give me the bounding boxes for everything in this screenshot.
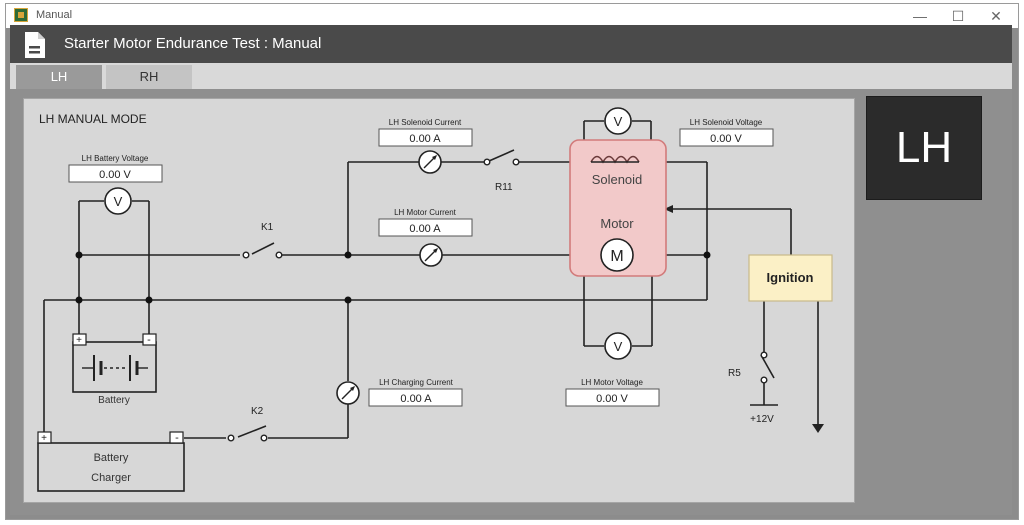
- ignition-label: Ignition: [767, 270, 814, 285]
- r11-label: R11: [495, 182, 513, 193]
- motor-current-caption: LH Motor Current: [394, 208, 457, 217]
- charging-current-caption: LH Charging Current: [379, 378, 454, 387]
- battery-voltmeter-symbol: V: [114, 194, 123, 209]
- solenoid-voltmeter-symbol: V: [614, 114, 623, 129]
- close-button[interactable]: ✕: [990, 8, 1002, 24]
- k2-label: K2: [251, 406, 264, 417]
- battery-voltage-caption: LH Battery Voltage: [82, 154, 149, 163]
- solenoid-voltage-caption: LH Solenoid Voltage: [690, 118, 763, 127]
- charger-label-line1: Battery: [94, 452, 129, 464]
- window-title: Manual: [36, 9, 73, 21]
- motor-symbol-label: M: [610, 248, 623, 265]
- battery-plus: +: [76, 335, 82, 346]
- solenoid-current-field: 0.00 A: [378, 128, 473, 147]
- charging-current-value: 0.00 A: [400, 393, 432, 405]
- motor-current-value: 0.00 A: [409, 223, 441, 235]
- tab-bar: LH RH: [10, 63, 1012, 90]
- motor-voltmeter: V: [604, 332, 632, 360]
- motor-current-field: 0.00 A: [378, 218, 473, 237]
- tab-lh[interactable]: LH: [16, 65, 102, 89]
- title-bar: Manual — ☐ ✕: [6, 4, 1018, 28]
- solenoid-voltage-value: 0.00 V: [710, 133, 742, 145]
- solenoid-current-value: 0.00 A: [409, 133, 441, 145]
- charger-minus: -: [175, 432, 179, 444]
- k1-label: K1: [261, 222, 274, 233]
- tab-rh[interactable]: RH: [106, 65, 192, 89]
- solenoid-ammeter-icon: [418, 150, 442, 174]
- solenoid-current-caption: LH Solenoid Current: [389, 118, 462, 127]
- battery-voltage-value: 0.00 V: [99, 169, 131, 181]
- battery-voltage-field: 0.00 V: [68, 164, 163, 183]
- app-header: Starter Motor Endurance Test : Manual: [10, 25, 1012, 63]
- solenoid-label: Solenoid: [592, 172, 643, 187]
- ignition-box[interactable]: [748, 254, 833, 302]
- charging-current-field: 0.00 A: [368, 388, 463, 407]
- document-icon: [22, 31, 48, 64]
- solenoid-motor-box: [569, 139, 667, 277]
- motor-voltmeter-symbol: V: [614, 339, 623, 354]
- app-icon: [14, 8, 28, 22]
- maximize-button[interactable]: ☐: [951, 8, 965, 24]
- motor-voltage-field: 0.00 V: [565, 388, 660, 407]
- charger-plus: +: [41, 433, 47, 444]
- supply-label: +12V: [750, 414, 774, 425]
- page-title: Starter Motor Endurance Test : Manual: [64, 35, 322, 52]
- battery-label: Battery: [98, 395, 130, 406]
- battery-charger-box: [37, 431, 185, 492]
- battery-voltmeter: V: [104, 187, 132, 215]
- side-badge: LH: [866, 96, 982, 200]
- solenoid-voltage-field: 0.00 V: [679, 128, 774, 147]
- solenoid-voltmeter: V: [604, 107, 632, 135]
- motor-voltage-caption: LH Motor Voltage: [581, 378, 643, 387]
- motor-voltage-value: 0.00 V: [596, 393, 628, 405]
- charging-ammeter-icon: [336, 381, 360, 405]
- battery-symbol: [72, 333, 157, 393]
- panel-title: LH MANUAL MODE: [39, 112, 147, 126]
- motor-label: Motor: [600, 216, 634, 231]
- minimize-button[interactable]: —: [913, 8, 927, 24]
- motor-symbol: [600, 238, 634, 272]
- charger-label-line2: Charger: [91, 472, 131, 484]
- motor-ammeter-icon: [419, 243, 443, 267]
- r5-label: R5: [728, 368, 741, 379]
- battery-minus: -: [147, 334, 151, 346]
